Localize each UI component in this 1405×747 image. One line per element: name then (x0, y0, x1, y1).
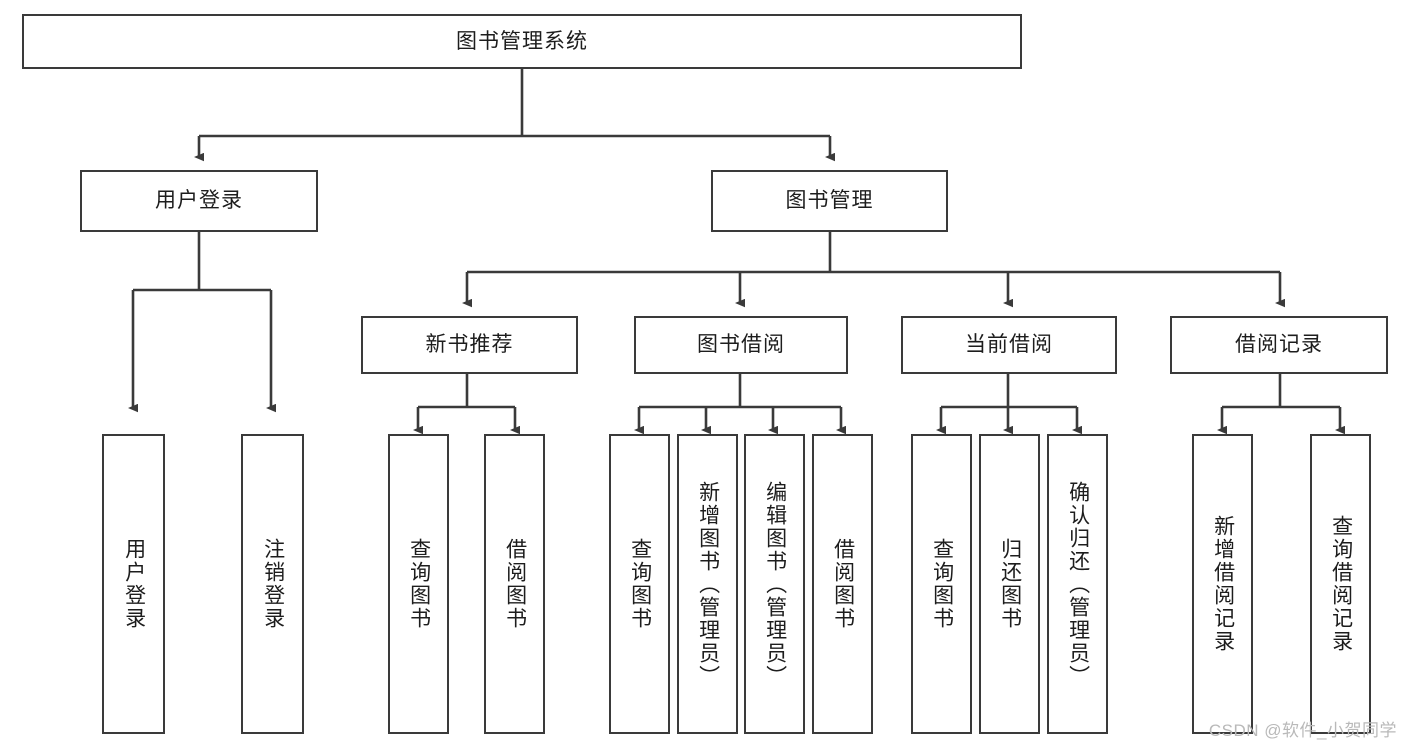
node-current-borrow[interactable]: 当前借阅 (901, 316, 1117, 374)
node-root-label: 图书管理系统 (456, 29, 588, 53)
leaf-query-book-1[interactable]: 查询图书 (388, 434, 449, 734)
node-book-management-label: 图书管理 (785, 189, 874, 213)
node-book-borrow-label: 图书借阅 (697, 333, 785, 357)
leaf-query-book-2[interactable]: 查询图书 (609, 434, 670, 734)
node-book-borrow[interactable]: 图书借阅 (634, 316, 848, 374)
leaf-query-book-3[interactable]: 查询图书 (911, 434, 972, 734)
leaf-add-borrow-record-label: 新增借阅记录 (1211, 515, 1235, 653)
leaf-query-borrow-record-label: 查询借阅记录 (1329, 515, 1353, 653)
leaf-query-book-2-label: 查询图书 (628, 538, 652, 630)
leaf-borrow-book-1[interactable]: 借阅图书 (484, 434, 545, 734)
leaf-return-book-label: 归还图书 (998, 538, 1022, 630)
node-user-login-label: 用户登录 (155, 189, 243, 213)
leaf-add-book-admin[interactable]: 新增图书（管理员） (677, 434, 738, 734)
leaf-borrow-book-2[interactable]: 借阅图书 (812, 434, 873, 734)
node-user-login[interactable]: 用户登录 (80, 170, 318, 232)
leaf-query-book-1-label: 查询图书 (407, 538, 431, 630)
leaf-add-book-admin-label: 新增图书（管理员） (696, 480, 720, 688)
node-borrow-record[interactable]: 借阅记录 (1170, 316, 1388, 374)
leaf-borrow-book-1-label: 借阅图书 (503, 538, 527, 630)
leaf-confirm-return-admin-label: 确认归还（管理员） (1066, 480, 1090, 688)
leaf-confirm-return-admin[interactable]: 确认归还（管理员） (1047, 434, 1108, 734)
leaf-logout-label: 注销登录 (261, 538, 285, 630)
watermark: CSDN @软件_小贺同学 (1208, 721, 1397, 740)
node-current-borrow-label: 当前借阅 (965, 333, 1053, 357)
leaf-logout[interactable]: 注销登录 (241, 434, 304, 734)
node-root[interactable]: 图书管理系统 (22, 14, 1022, 69)
leaf-borrow-book-2-label: 借阅图书 (831, 538, 855, 630)
node-new-book-recommend-label: 新书推荐 (425, 333, 514, 357)
node-book-management[interactable]: 图书管理 (711, 170, 948, 232)
leaf-user-login-label: 用户登录 (122, 538, 146, 630)
leaf-add-borrow-record[interactable]: 新增借阅记录 (1192, 434, 1253, 734)
leaf-query-book-3-label: 查询图书 (930, 538, 954, 630)
node-borrow-record-label: 借阅记录 (1235, 333, 1323, 357)
node-new-book-recommend[interactable]: 新书推荐 (361, 316, 578, 374)
leaf-query-borrow-record[interactable]: 查询借阅记录 (1310, 434, 1371, 734)
leaf-return-book[interactable]: 归还图书 (979, 434, 1040, 734)
leaf-user-login[interactable]: 用户登录 (102, 434, 165, 734)
leaf-edit-book-admin[interactable]: 编辑图书（管理员） (744, 434, 805, 734)
leaf-edit-book-admin-label: 编辑图书（管理员） (763, 480, 787, 688)
